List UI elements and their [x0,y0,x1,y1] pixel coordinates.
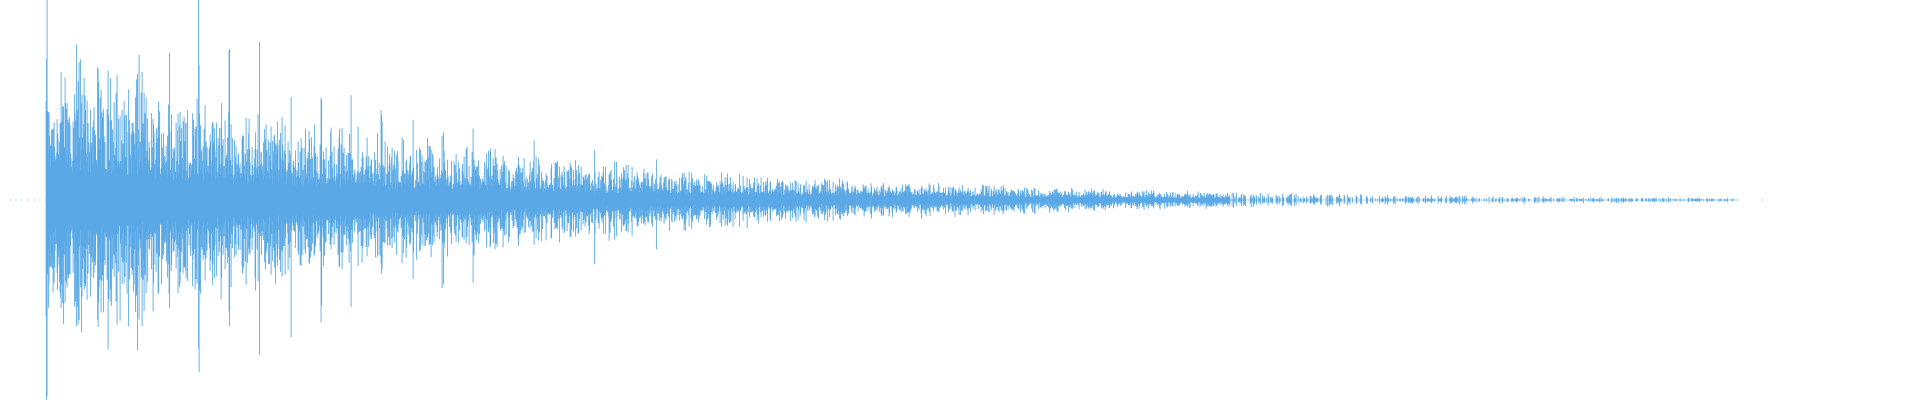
waveform-samples [9,0,1764,400]
